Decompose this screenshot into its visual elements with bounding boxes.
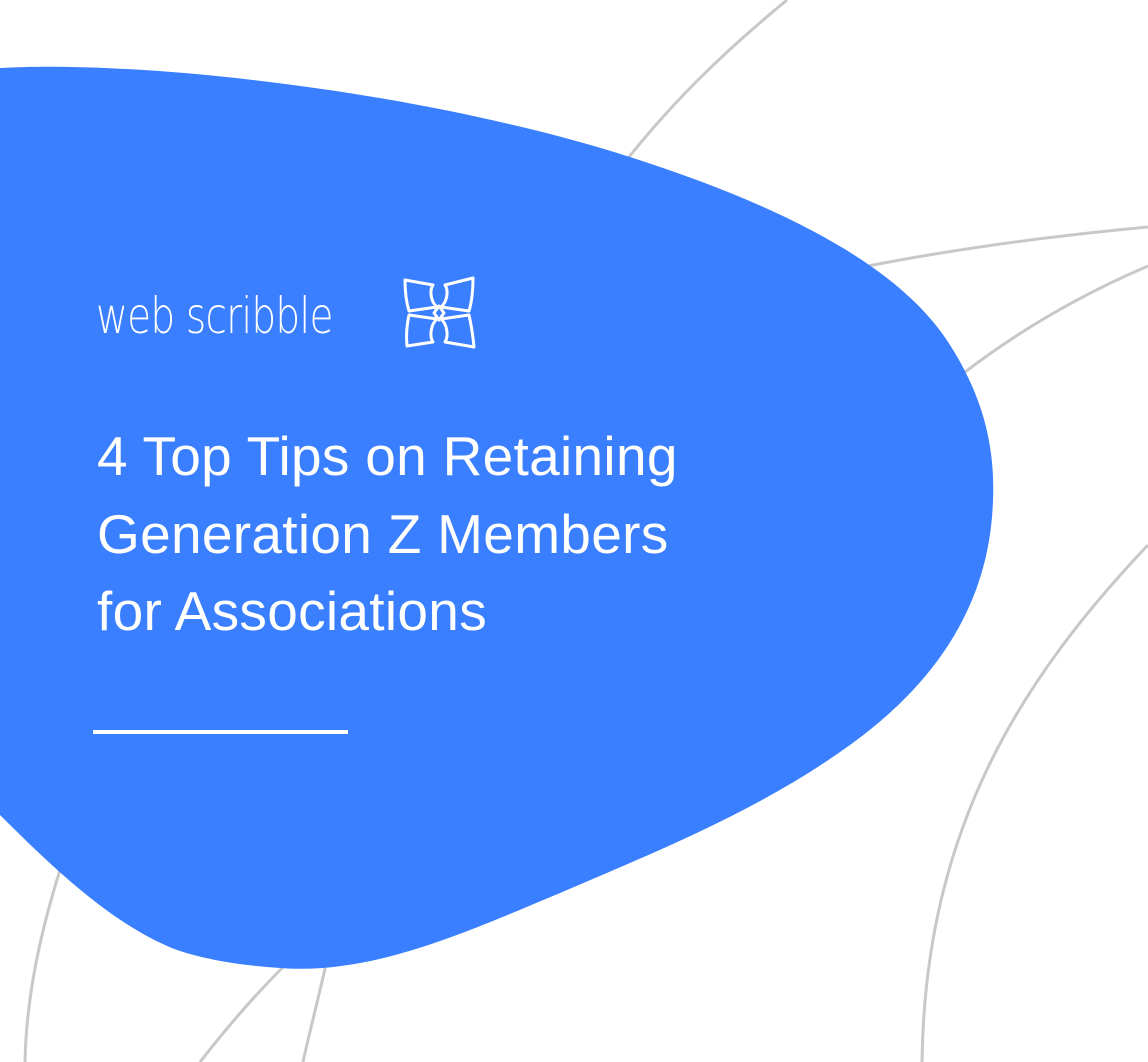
page-title: 4 Top Tips on Retaining Generation Z Mem… (97, 418, 817, 651)
decorative-arcs (23, 0, 1148, 1062)
brand-logo: web scribble (96, 276, 476, 350)
title-line-1: 4 Top Tips on Retaining (97, 425, 678, 487)
title-line-3: for Associations (97, 580, 487, 642)
brand-name: web scribble (96, 287, 333, 345)
title-underline-divider (93, 730, 348, 734)
title-line-2: Generation Z Members (97, 502, 669, 565)
four-petal-flower-icon (403, 276, 476, 349)
blue-blob (0, 66, 994, 969)
